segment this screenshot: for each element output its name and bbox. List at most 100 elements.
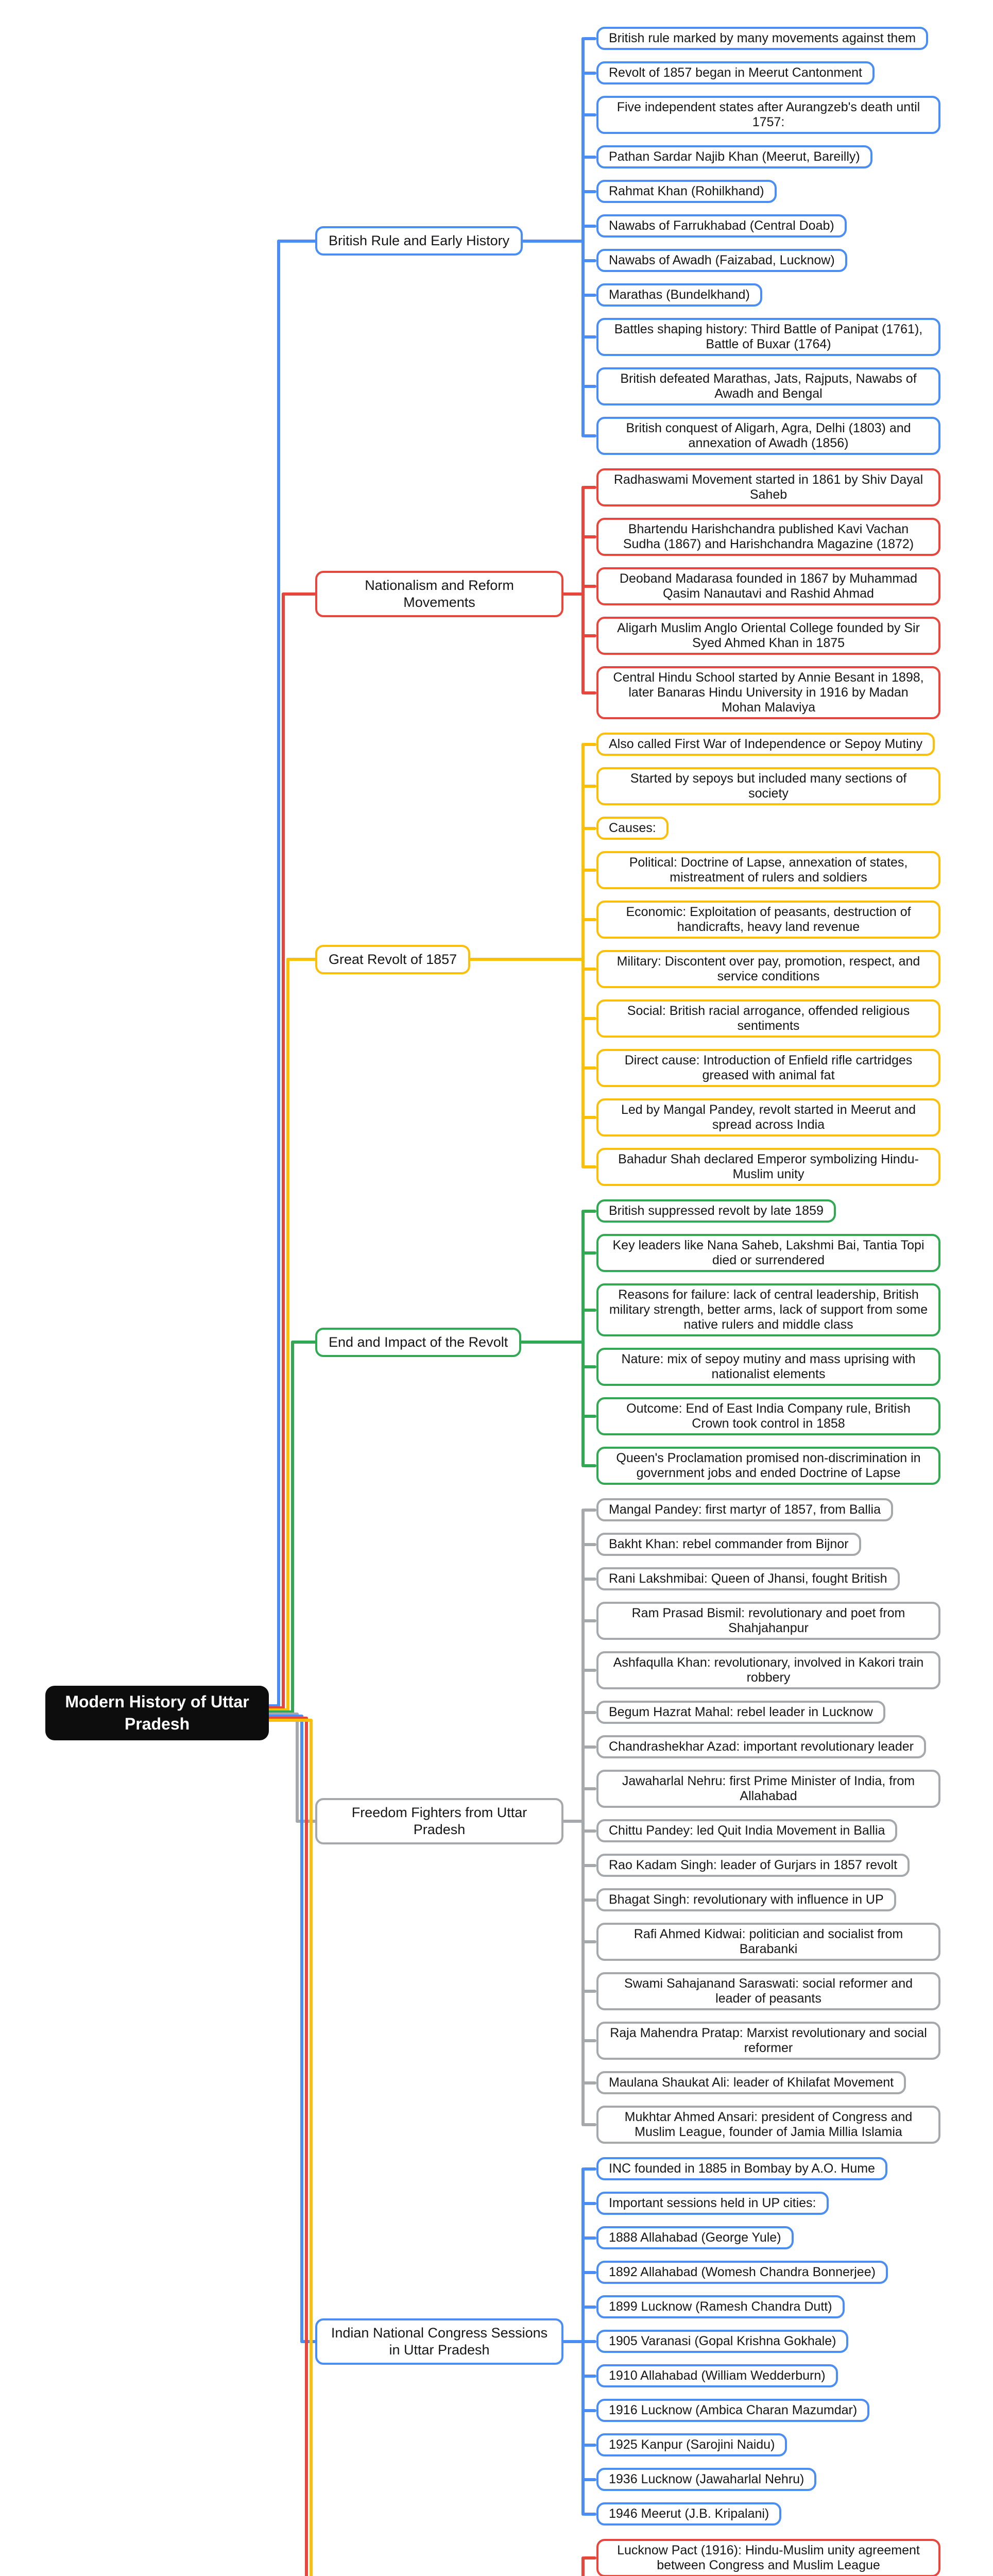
connector-segment — [277, 239, 316, 243]
leaf-node: Queen's Proclamation promised non-discri… — [596, 1447, 940, 1485]
leaf-node: Causes: — [596, 817, 669, 840]
leaf-node: Political: Doctrine of Lapse, annexation… — [596, 851, 940, 889]
connector-segment — [583, 1990, 596, 1993]
leaf-node: British suppressed revolt by late 1859 — [596, 1199, 836, 1223]
root-topic-node: Modern History of Uttar Pradesh — [45, 1686, 269, 1740]
leaf-node: Military: Discontent over pay, promotion… — [596, 950, 940, 988]
connector-segment — [581, 2556, 585, 2576]
connector-segment — [305, 1717, 308, 2576]
connector-segment — [583, 1365, 596, 1368]
leaf-node: Key leaders like Nana Saheb, Lakshmi Bai… — [596, 1234, 940, 1272]
connector-segment — [583, 918, 596, 921]
connector-segment — [583, 1787, 596, 1790]
branch-node: British Rule and Early History — [315, 226, 523, 256]
connector-segment — [583, 335, 596, 338]
leaf-node: 1916 Lucknow (Ambica Charan Mazumdar) — [596, 2399, 870, 2422]
connector-segment — [581, 486, 585, 694]
connector-segment — [583, 742, 596, 746]
connector-segment — [583, 1710, 596, 1714]
connector-segment — [583, 2340, 596, 2343]
leaf-node: Important sessions held in UP cities: — [596, 2192, 829, 2215]
leaf-node: Aligarh Muslim Anglo Oriental College fo… — [596, 617, 940, 655]
branch-label-column: Great Revolt of 1857 — [315, 944, 583, 974]
connector-segment — [583, 1669, 596, 1672]
branch-node: Freedom Fighters from Uttar Pradesh — [315, 1798, 563, 1844]
connector-segment — [581, 742, 585, 1168]
leaf-node: Mangal Pandey: first martyr of 1857, fro… — [596, 1498, 894, 1521]
leaf-node: Led by Mangal Pandey, revolt started in … — [596, 1098, 940, 1137]
connector-segment — [583, 259, 596, 262]
connector-segment — [583, 691, 596, 694]
leaf-node: 1892 Allahabad (Womesh Chandra Bonnerjee… — [596, 2261, 888, 2284]
leaf-node: Nawabs of Awadh (Faizabad, Lucknow) — [596, 249, 847, 272]
branch-section: Indian National Congress Sessions in Utt… — [315, 2157, 988, 2526]
connector-segment — [562, 2340, 585, 2343]
leaf-node: 1905 Varanasi (Gopal Krishna Gokhale) — [596, 2330, 849, 2353]
leaf-node: Chandrashekhar Azad: important revolutio… — [596, 1735, 927, 1758]
connector-segment — [583, 224, 596, 228]
branch-section: British Rule and Early History British ru… — [315, 27, 988, 455]
connector-segment — [286, 958, 316, 961]
connector-segment — [583, 2167, 596, 2171]
leaf-node: Nature: mix of sepoy mutiny and mass upr… — [596, 1348, 940, 1386]
connector-segment — [583, 190, 596, 193]
leaf-node: Battles shaping history: Third Battle of… — [596, 318, 940, 356]
connector-segment — [583, 155, 596, 159]
leaf-node: Bakht Khan: rebel commander from Bijnor — [596, 1533, 861, 1556]
connector-segment — [583, 1619, 596, 1622]
connector-segment — [583, 785, 596, 788]
connector-segment — [583, 1863, 596, 1867]
connector-segment — [583, 634, 596, 637]
leaf-node: Also called First War of Independence or… — [596, 733, 935, 756]
leaf-node: Outcome: End of East India Company rule,… — [596, 1397, 940, 1435]
connector-segment — [583, 1543, 596, 1546]
connector-segment — [310, 1719, 313, 2576]
connector-segment — [583, 1116, 596, 1119]
connector-segment — [583, 2039, 596, 2042]
leaf-node: Radhaswami Movement started in 1861 by S… — [596, 468, 940, 506]
connector-segment — [583, 1165, 596, 1168]
connector-segment — [583, 2478, 596, 2481]
connector-segment — [282, 592, 316, 596]
connector-segment — [268, 1717, 308, 1720]
branch-section: End and Impact of the Revolt British supp… — [315, 1199, 988, 1485]
leaf-node: Rao Kadam Singh: leader of Gurjars in 18… — [596, 1854, 910, 1877]
connector-segment — [581, 37, 585, 437]
connector-segment — [583, 2201, 596, 2205]
connector-segment — [296, 1713, 299, 1823]
connector-segment — [583, 486, 596, 489]
connector-segment — [291, 1341, 294, 1714]
leaf-node: Marathas (Bundelkhand) — [596, 283, 762, 307]
connector-segment — [268, 1708, 289, 1711]
connector-segment — [583, 2443, 596, 2447]
leaf-list: Mangal Pandey: first martyr of 1857, fro… — [596, 1498, 988, 2144]
leaf-node: Ashfaqulla Khan: revolutionary, involved… — [596, 1651, 940, 1689]
connector-segment — [268, 1715, 303, 1718]
connector-segment — [268, 1704, 280, 1707]
connector-segment — [583, 1308, 596, 1312]
leaf-node: Economic: Exploitation of peasants, dest… — [596, 901, 940, 939]
leaf-node: 1899 Lucknow (Ramesh Chandra Dutt) — [596, 2295, 845, 2318]
branch-node: End and Impact of the Revolt — [315, 1327, 522, 1357]
connector-segment — [583, 2409, 596, 2412]
connector-segment — [268, 1706, 285, 1709]
leaf-node: Maulana Shaukat Ali: leader of Khilafat … — [596, 2071, 906, 2094]
connector-segment — [562, 592, 585, 596]
leaf-list: INC founded in 1885 in Bombay by A.O. Hu… — [596, 2157, 988, 2526]
connector-segment — [583, 2270, 596, 2274]
connector-segment — [583, 434, 596, 437]
leaf-node: British defeated Marathas, Jats, Rajputs… — [596, 367, 940, 405]
leaf-node: Rafi Ahmed Kidwai: politician and social… — [596, 1923, 940, 1961]
branch-label-column: Indian National Congress Sessions in Utt… — [315, 2318, 583, 2365]
branch-node: Nationalism and Reform Movements — [315, 570, 563, 617]
leaf-node: 1888 Allahabad (George Yule) — [596, 2226, 794, 2249]
leaf-node: 1946 Meerut (J.B. Kripalani) — [596, 2502, 782, 2526]
leaf-node: Five independent states after Aurangzeb'… — [596, 96, 940, 134]
connector-segment — [286, 958, 289, 1711]
leaf-node: Rahmat Khan (Rohilkhand) — [596, 180, 777, 203]
leaf-node: British rule marked by many movements ag… — [596, 27, 929, 50]
connector-segment — [469, 958, 585, 961]
leaf-node: Bahadur Shah declared Emperor symbolizin… — [596, 1148, 940, 1186]
connector-segment — [583, 1251, 596, 1255]
leaf-node: Begum Hazrat Mahal: rebel leader in Luck… — [596, 1701, 885, 1724]
